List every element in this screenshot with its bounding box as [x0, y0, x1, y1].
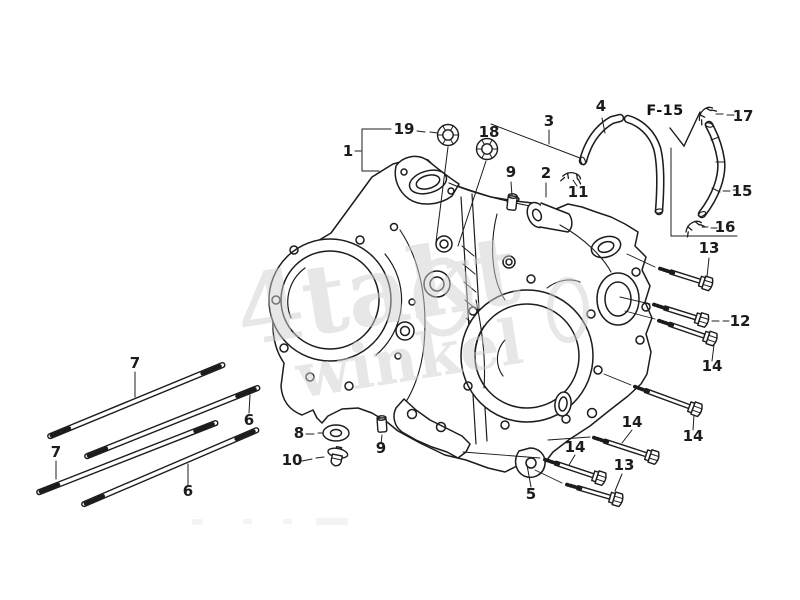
- stud-7-upper: [47, 362, 226, 440]
- callout-14-bottom-a: 14: [622, 413, 643, 431]
- crankcase-left-half: [268, 155, 488, 459]
- watermark-ring-2: [547, 277, 589, 343]
- callout-17: 17: [733, 107, 754, 125]
- callout-9-lower: 9: [376, 439, 386, 457]
- flange-bolt-13-right: [658, 266, 714, 292]
- callout-19: 19: [394, 120, 415, 138]
- callout-6-lower: 6: [183, 482, 193, 500]
- section-marker-f15: [669, 111, 738, 237]
- callout-4: 4: [596, 97, 606, 115]
- flange-bolt-14-bottom-b: [542, 457, 607, 487]
- callout-14-bottom-b: 14: [565, 438, 586, 456]
- stud-7-lower: [36, 419, 219, 496]
- callout-7-lower: 7: [51, 443, 61, 461]
- callout-18: 18: [479, 123, 500, 141]
- callout-1: 1: [343, 142, 353, 160]
- callout-13-right: 13: [699, 239, 720, 257]
- callout-11: 11: [568, 183, 589, 201]
- callout-16: 16: [715, 218, 736, 236]
- callout-leader-lines: [55, 111, 739, 492]
- oil-seal-19: [436, 123, 460, 147]
- callout-12: 12: [730, 312, 751, 330]
- clamp-17: [698, 106, 718, 126]
- watermark-ring-1: [413, 257, 473, 337]
- callout-2: 2: [541, 164, 551, 182]
- stud-6-upper: [84, 384, 261, 460]
- oil-seal-18: [475, 137, 499, 161]
- section-ref-label: F-15: [646, 103, 683, 119]
- callout-14-far-right: 14: [683, 427, 704, 445]
- sealing-washer-8: [322, 424, 350, 442]
- breather-tube-4: [578, 113, 665, 216]
- clamp-16: [685, 220, 706, 238]
- drain-hose-15: [697, 120, 726, 219]
- flange-bolt-14-far-right: [632, 384, 703, 418]
- callout-6-upper: 6: [244, 411, 254, 429]
- callout-8: 8: [294, 424, 304, 442]
- dowel-pin-9-upper: [506, 193, 518, 211]
- flange-bolt-12: [652, 302, 710, 328]
- clamp-11: [560, 172, 582, 185]
- dowel-pin-9-lower: [376, 415, 388, 433]
- callout-15: 15: [732, 182, 753, 200]
- callout-7-upper: 7: [130, 354, 140, 372]
- callout-14-right: 14: [702, 357, 723, 375]
- callout-13-bottom: 13: [614, 456, 635, 474]
- flange-bolt-13-bottom: [565, 482, 624, 508]
- callout-5: 5: [526, 485, 536, 503]
- drain-bolt-10: [327, 445, 349, 467]
- callout-3: 3: [544, 112, 554, 130]
- scan-smudges: [192, 518, 348, 525]
- callout-labels: 1 19 18 3 4 17 11 2 9 15 16 13 12 14 14 …: [51, 97, 754, 503]
- flange-bolt-14-right: [656, 318, 718, 347]
- callout-9-upper: 9: [506, 163, 516, 181]
- callout-10: 10: [282, 451, 303, 469]
- flange-bolt-14-bottom-a: [592, 435, 660, 466]
- stud-6-lower: [81, 427, 260, 508]
